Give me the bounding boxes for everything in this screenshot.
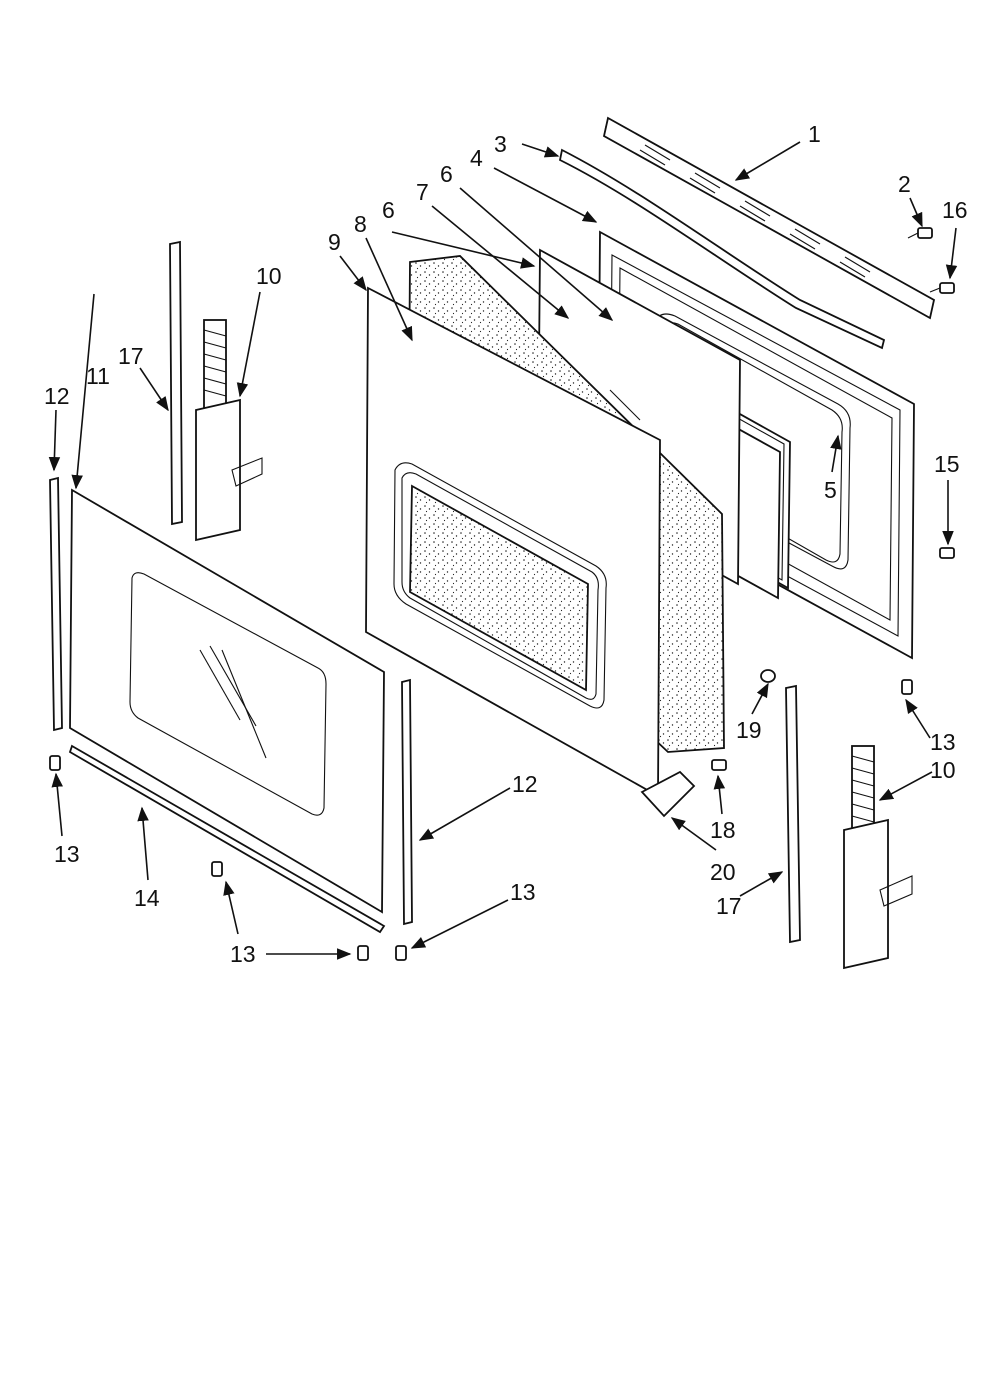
side-trim-right <box>401 678 413 926</box>
screw-2 <box>907 227 933 239</box>
callout-12a: 12 <box>44 383 70 409</box>
screw-13-bottom-a <box>357 945 369 961</box>
screw-13-center <box>211 861 223 877</box>
outer-door-panel <box>69 488 385 914</box>
callout-6a: 6 <box>440 161 453 187</box>
door-hinge-upper <box>195 319 263 542</box>
callout-17a: 17 <box>118 343 144 369</box>
callout-15: 15 <box>934 451 960 477</box>
door-bumper <box>760 669 776 683</box>
callout-17b: 17 <box>716 893 742 919</box>
callout-20: 20 <box>710 859 736 885</box>
callout-2: 2 <box>898 171 911 197</box>
door-hinge-lower <box>843 745 913 970</box>
callout-10a: 10 <box>256 263 282 289</box>
callout-8: 8 <box>354 211 367 237</box>
door-bracket-20 <box>640 770 696 818</box>
leader-lines <box>48 141 958 960</box>
callout-9: 9 <box>328 229 341 255</box>
door-liner <box>365 286 661 798</box>
screw-16 <box>929 282 955 294</box>
callout-1: 1 <box>808 121 821 147</box>
screw-13-bottom-b <box>395 945 407 961</box>
callout-10b: 10 <box>930 757 956 783</box>
callout-6b: 6 <box>382 197 395 223</box>
screw-15 <box>939 547 955 559</box>
callout-18: 18 <box>710 817 736 843</box>
callout-12b: 12 <box>512 771 538 797</box>
screw-18 <box>711 759 727 771</box>
callout-16: 16 <box>942 197 968 223</box>
callout-7: 7 <box>416 179 429 205</box>
callout-3: 3 <box>494 131 507 157</box>
screw-13-right <box>901 679 913 695</box>
hinge-rail-upper <box>169 240 183 526</box>
screw-13-left <box>49 755 61 771</box>
hinge-rail-lower <box>785 684 801 944</box>
callout-13a: 13 <box>54 841 80 867</box>
callout-5: 5 <box>824 477 837 503</box>
callout-13b: 13 <box>230 941 256 967</box>
callout-4: 4 <box>470 145 483 171</box>
callout-11: 11 <box>86 363 110 389</box>
side-trim-left <box>49 476 63 732</box>
callout-labels: 1 2 3 4 5 6 6 7 8 9 10 10 11 12 12 13 13… <box>44 121 968 967</box>
callout-13d: 13 <box>930 729 956 755</box>
bottom-trim <box>68 744 386 934</box>
callout-19: 19 <box>736 717 762 743</box>
callout-13c: 13 <box>510 879 536 905</box>
door-handle-trim <box>558 148 886 350</box>
callout-14: 14 <box>134 885 160 911</box>
door-trim-vent-strip <box>602 116 936 320</box>
